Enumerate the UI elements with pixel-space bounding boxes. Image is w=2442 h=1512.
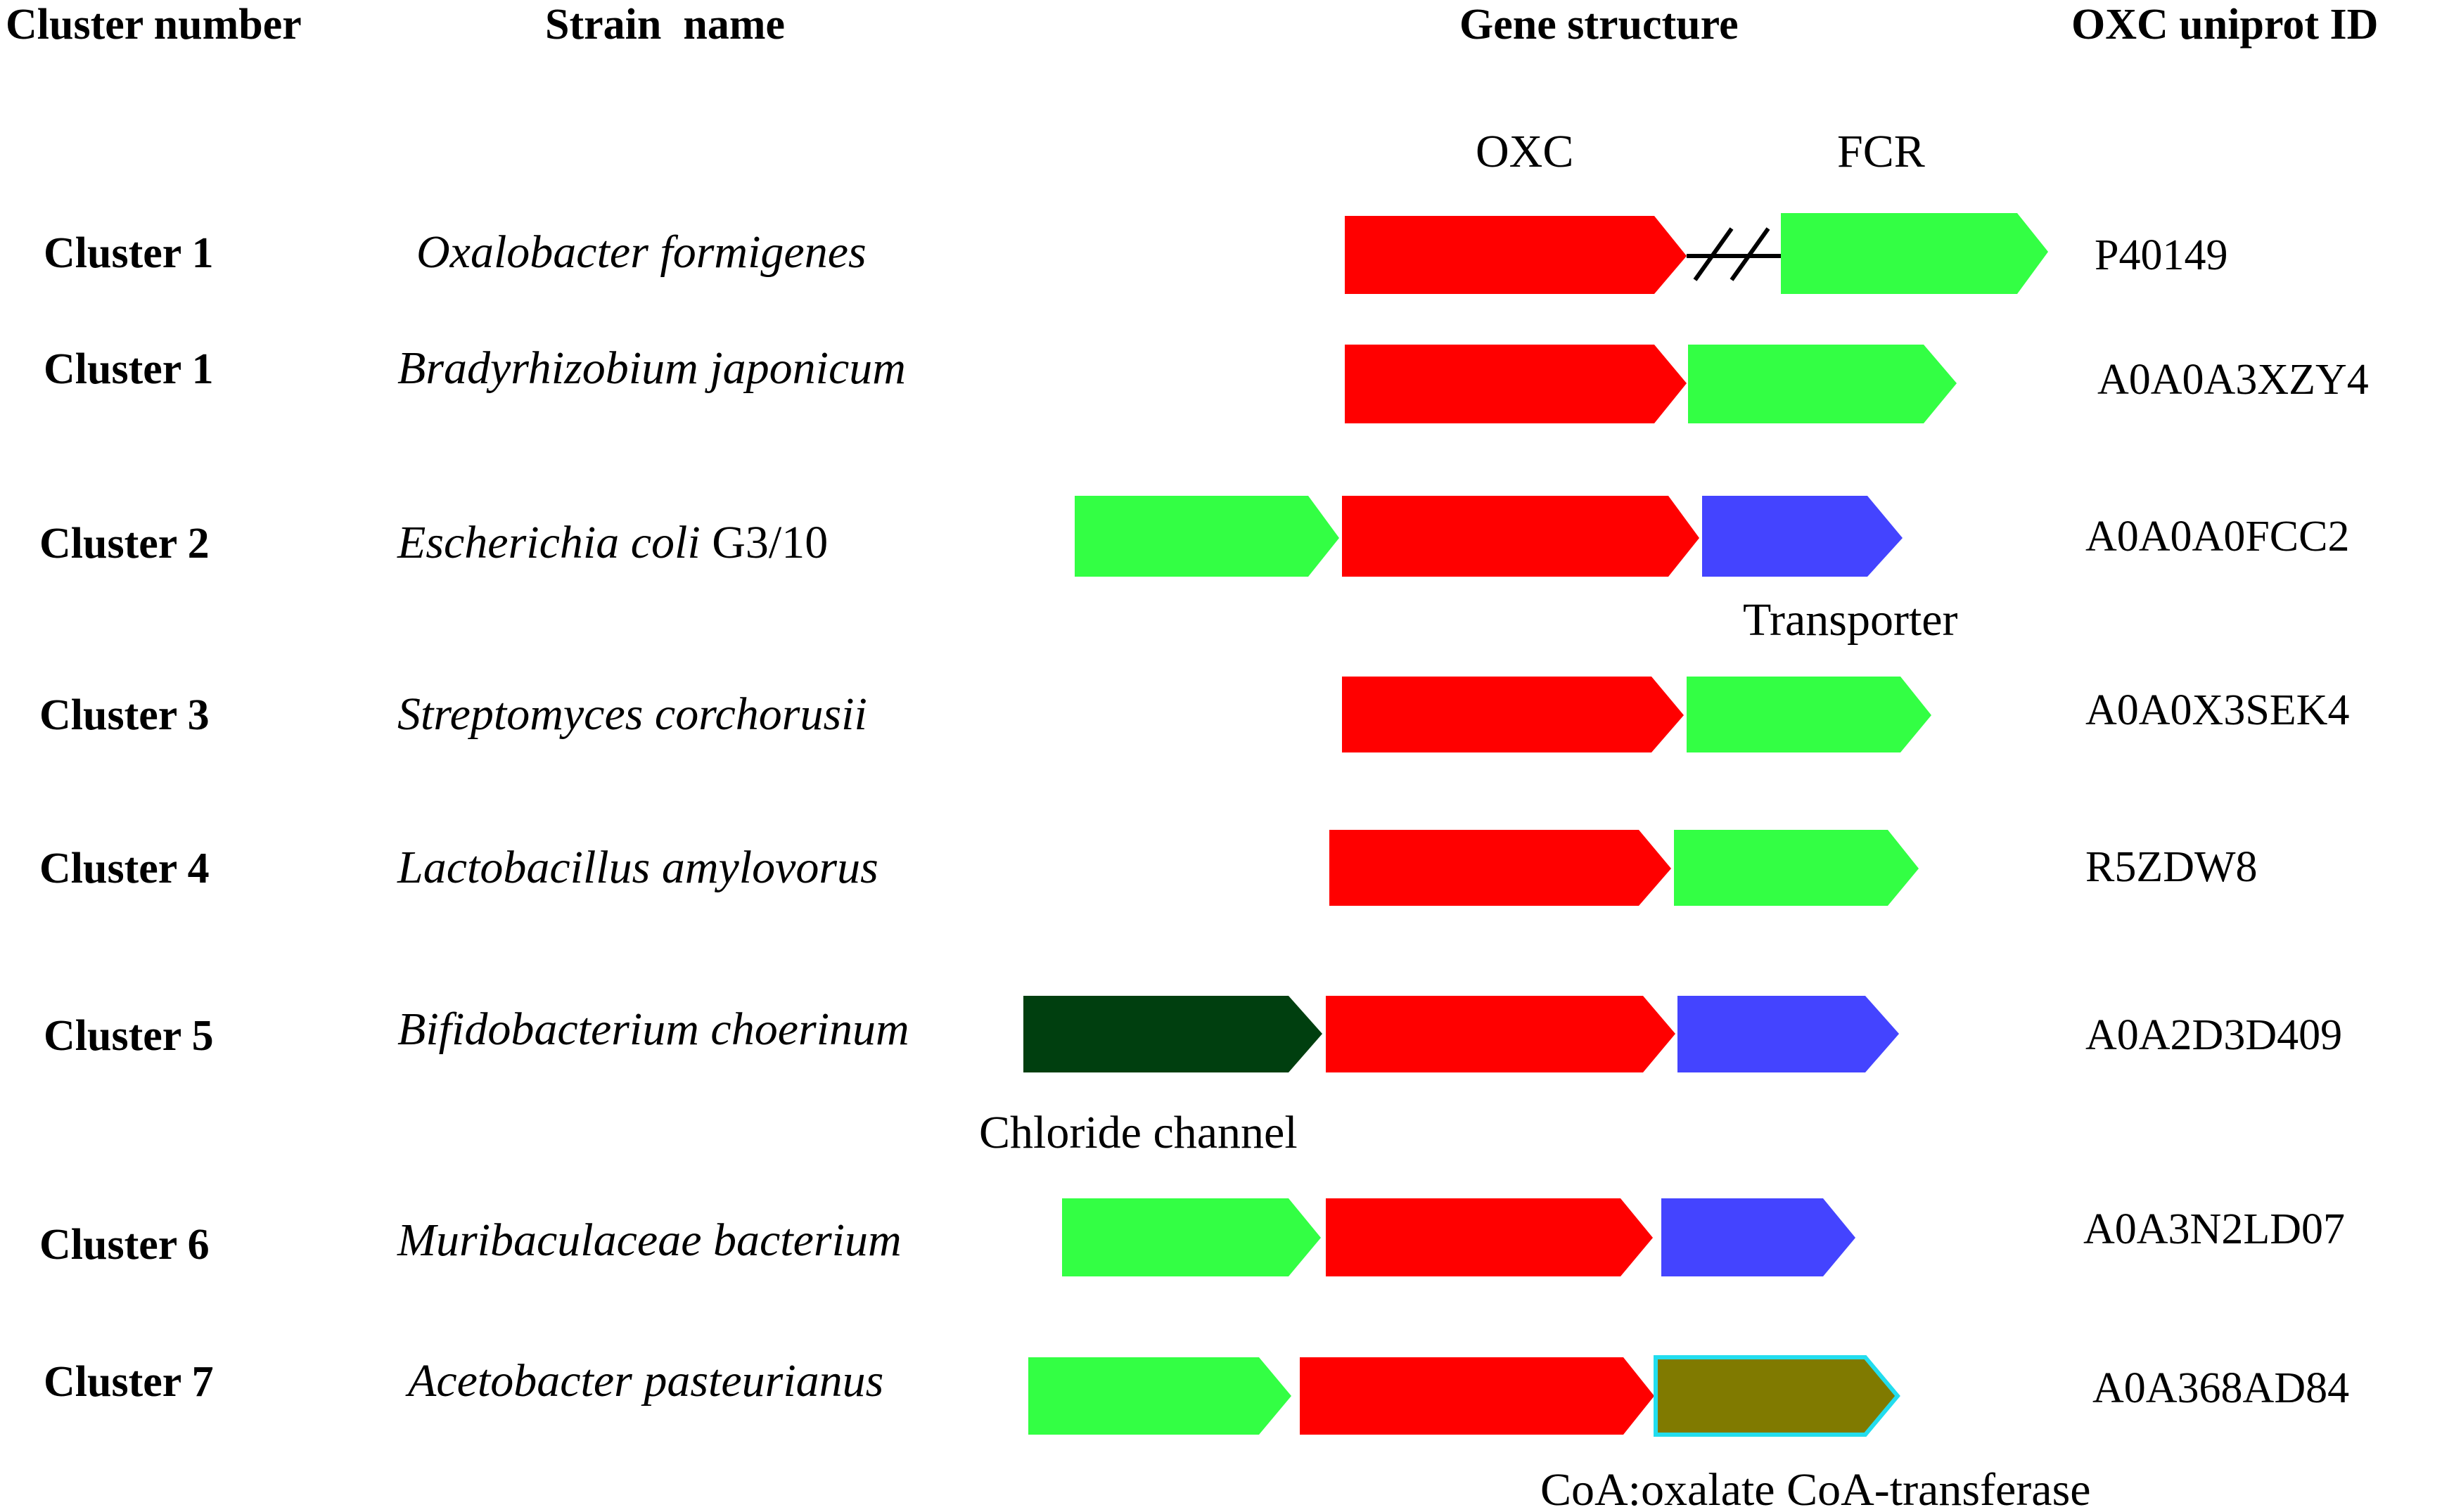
strain-name: Muribaculaceae bacterium xyxy=(397,1215,902,1266)
uniprot-id: A0A368AD84 xyxy=(2092,1364,2349,1412)
gene-coa-transferase xyxy=(1654,1355,1900,1437)
label-chloride-channel: Chloride channel xyxy=(979,1107,1298,1158)
row-2: Cluster 1 Bradyrhizobium japonicum A0A0A… xyxy=(44,342,2369,423)
cluster-label: Cluster 3 xyxy=(39,691,210,739)
break-symbol xyxy=(1687,227,1781,281)
cluster-label: Cluster 1 xyxy=(44,229,214,277)
uniprot-id: A0A0X3SEK4 xyxy=(2085,686,2349,734)
strain-name: Bradyrhizobium japonicum xyxy=(397,342,906,394)
gene-oxc xyxy=(1326,1198,1653,1276)
header-gene-structure: Gene structure xyxy=(1459,1,1739,49)
strain-name: Escherichia coli G3/10 xyxy=(397,517,828,568)
strain-name: Bifidobacterium choerinum xyxy=(397,1004,909,1055)
row-3: Cluster 2 Escherichia coli G3/10 Transpo… xyxy=(39,496,2350,646)
strain-name: Lactobacillus amylovorus xyxy=(397,842,878,893)
header-strain-name: Strain name xyxy=(545,1,785,49)
cluster-label: Cluster 6 xyxy=(39,1221,210,1269)
row-8: Cluster 7 Acetobacter pasteurianus CoA:o… xyxy=(44,1355,2349,1512)
cluster-label: Cluster 2 xyxy=(39,520,210,568)
gene-fcr xyxy=(1062,1198,1321,1276)
header-uniprot-id: OXC uniprot ID xyxy=(2071,1,2378,49)
uniprot-id: A0A2D3D409 xyxy=(2085,1011,2342,1059)
label-fcr: FCR xyxy=(1837,126,1925,177)
label-transporter: Transporter xyxy=(1743,594,1958,646)
gene-oxc xyxy=(1342,677,1684,752)
gene-fcr xyxy=(1687,677,1931,752)
strain-name: Acetobacter pasteurianus xyxy=(405,1355,883,1407)
gene-transporter xyxy=(1661,1198,1855,1276)
gene-oxc xyxy=(1300,1357,1654,1435)
gene-fcr xyxy=(1674,830,1919,906)
cluster-label: Cluster 5 xyxy=(44,1012,214,1060)
gene-oxc xyxy=(1329,830,1671,906)
label-coa-transferase: CoA:oxalate CoA-transferase xyxy=(1540,1464,2091,1512)
row-5: Cluster 4 Lactobacillus amylovorus R5ZDW… xyxy=(39,830,2258,906)
gene-chloride-channel xyxy=(1023,996,1322,1072)
cluster-label: Cluster 4 xyxy=(39,845,210,892)
gene-oxc xyxy=(1342,496,1699,577)
label-oxc: OXC xyxy=(1476,126,1573,177)
row-6: Cluster 5 Bifidobacterium choerinum Chlo… xyxy=(44,996,2342,1158)
gene-fcr xyxy=(1028,1357,1291,1435)
row-1: Cluster 1 Oxalobacter formigenes P40149 xyxy=(44,213,2227,294)
row-7: Cluster 6 Muribaculaceae bacterium A0A3N… xyxy=(39,1198,2345,1276)
gene-oxc xyxy=(1326,996,1675,1072)
gene-fcr xyxy=(1781,213,2048,294)
gene-oxc xyxy=(1345,345,1687,423)
gene-transporter xyxy=(1677,996,1899,1072)
gene-fcr xyxy=(1688,345,1957,423)
gene-fcr xyxy=(1075,496,1339,577)
uniprot-id: A0A0A0FCC2 xyxy=(2085,513,2350,560)
cluster-label: Cluster 7 xyxy=(44,1358,214,1406)
uniprot-id: R5ZDW8 xyxy=(2085,843,2258,891)
uniprot-id: A0A3N2LD07 xyxy=(2083,1205,2345,1253)
gene-transporter xyxy=(1702,496,1903,577)
header-cluster-number: Cluster number xyxy=(6,1,302,49)
uniprot-id: P40149 xyxy=(2095,231,2227,279)
strain-name: Streptomyces corchorusii xyxy=(397,688,867,740)
row-4: Cluster 3 Streptomyces corchorusii A0A0X… xyxy=(39,677,2349,752)
strain-name: Oxalobacter formigenes xyxy=(416,226,867,278)
gene-oxc xyxy=(1345,216,1687,294)
cluster-label: Cluster 1 xyxy=(44,345,214,393)
uniprot-id: A0A0A3XZY4 xyxy=(2097,356,2369,404)
